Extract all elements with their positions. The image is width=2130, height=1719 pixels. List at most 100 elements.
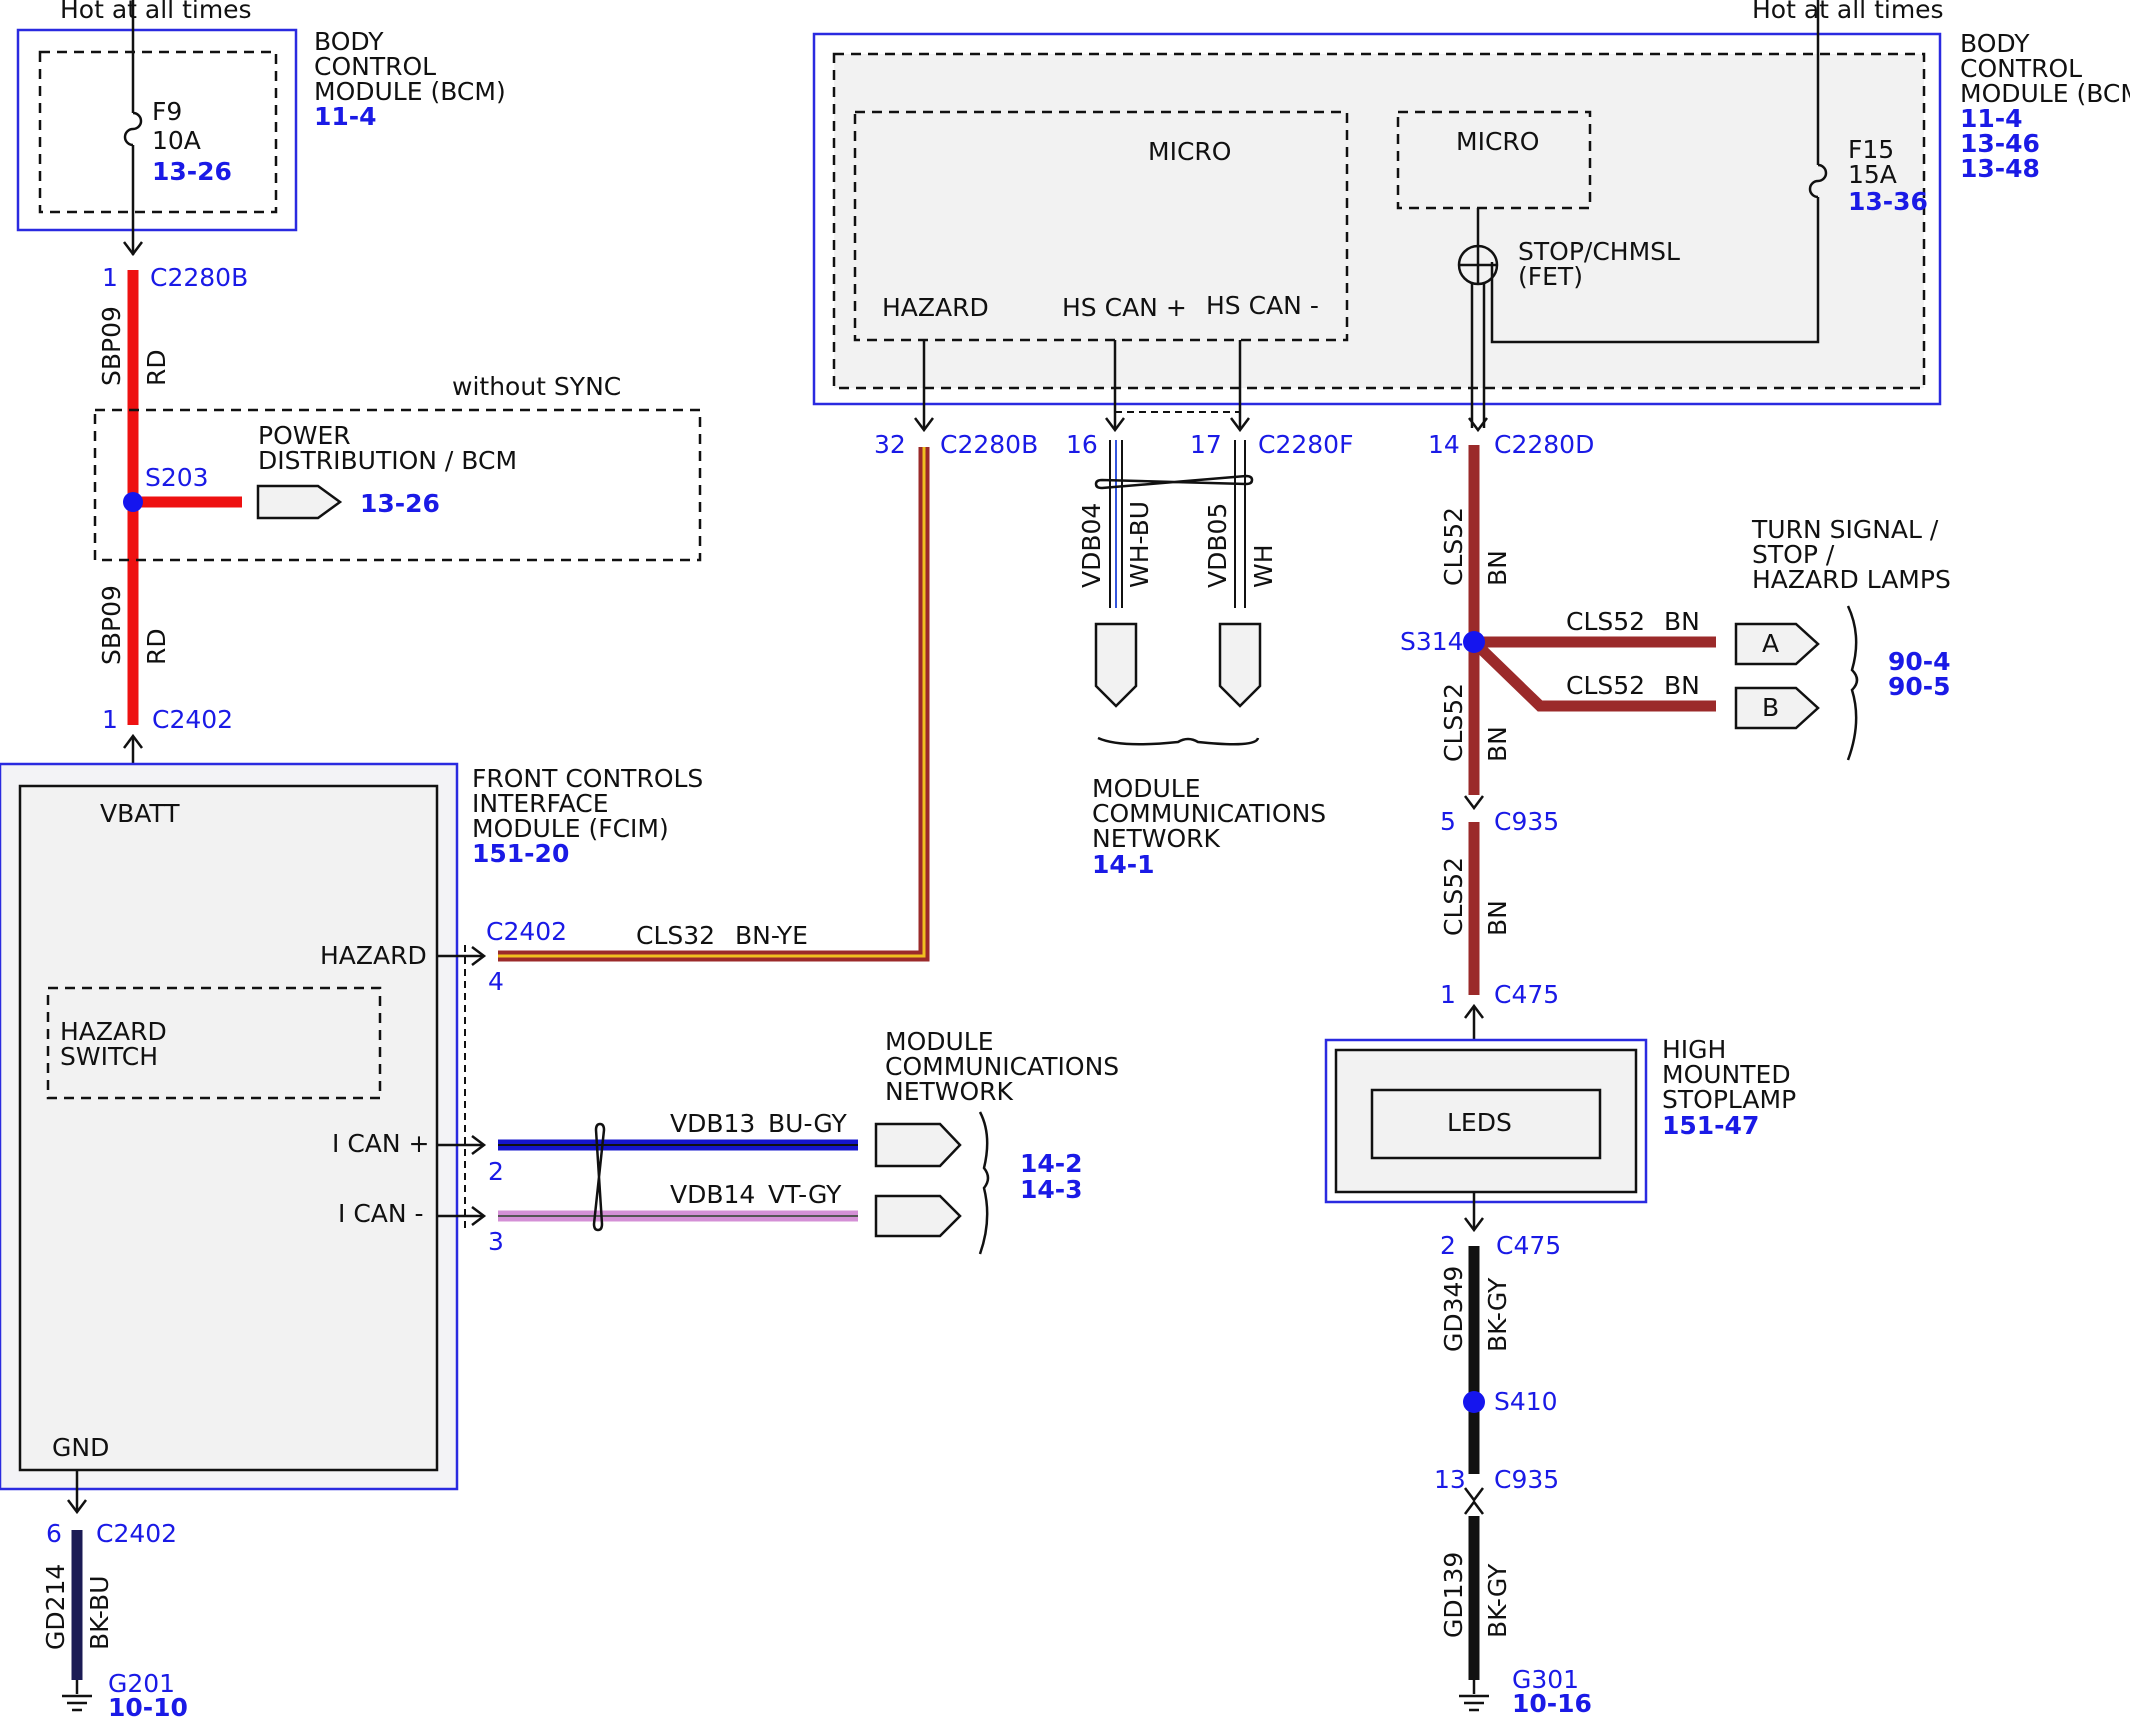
ican-ref-2: 14-3 [1020,1175,1083,1204]
fuse-f15-ref: 13-36 [1848,187,1928,216]
circuit-cls52-2: CLS52 [1439,683,1468,762]
splice-s203-label: S203 [145,463,209,492]
power-distribution-connector [256,484,343,520]
ground-g201-icon [62,1694,92,1712]
without-sync-label: without SYNC [452,372,621,401]
bcm-left-name-2: CONTROL [314,52,436,81]
ican-network-line-2: COMMUNICATIONS [885,1052,1119,1081]
conn-c2402-top: C2402 [152,705,233,734]
ground-g301-icon [1459,1694,1489,1712]
color-bk-gy-2: BK-GY [1483,1563,1512,1638]
fet-label-1: STOP/CHMSL [1518,237,1680,266]
twisted-pair-icon [592,1122,606,1232]
bcm-left-frame [16,28,298,232]
hs-can-minus-connector [1218,622,1262,708]
brace-icon [1846,605,1859,761]
fcim-name-3: MODULE (FCIM) [472,814,669,843]
hot-label-left: Hot at all times [60,0,252,24]
bcm-right-name-1: BODY [1960,29,2030,58]
splice-s410 [1463,1391,1485,1413]
bcm-left-name-3: MODULE (BCM) [314,77,506,106]
ican-ref-1: 14-2 [1020,1149,1083,1178]
pin-c2402-3: 3 [488,1227,504,1256]
color-bn-1: BN [1483,550,1512,586]
splice-s410-label: S410 [1494,1387,1558,1416]
leds-label: LEDS [1447,1108,1512,1137]
fuse-f15-label: F15 [1848,135,1894,164]
pin-c935-13: 13 [1434,1465,1466,1494]
pin-c935-5: 5 [1440,807,1456,836]
connector-arrow-icon [471,946,487,966]
wire-vdb05 [1234,440,1246,608]
fcim-name-2: INTERFACE [472,789,609,818]
color-bn-3: BN [1483,900,1512,936]
conn-c475-top: C475 [1494,980,1559,1009]
hmsl-name-3: STOPLAMP [1662,1085,1796,1114]
bcm-right-ref-3: 13-48 [1960,154,2040,183]
brace-icon [978,1111,990,1255]
splice-s314 [1463,631,1485,653]
ican-network-line-1: MODULE [885,1027,994,1056]
wire-cls32 [498,447,930,962]
hazard-switch-line-2: SWITCH [60,1042,158,1071]
hs-network-ref: 14-1 [1092,850,1155,879]
bcm-right-name-3: MODULE (BCM) [1960,79,2130,108]
circuit-gd214: GD214 [41,1564,70,1650]
circuit-sbp09-lower: SBP09 [97,585,126,665]
fcim-vbatt: VBATT [100,799,180,828]
circuit-gd349: GD349 [1439,1266,1468,1352]
circuit-cls32: CLS32 [636,921,715,950]
pin-c2402-6: 6 [46,1519,62,1548]
conn-c2402-gnd: C2402 [96,1519,177,1548]
circuit-vdb14: VDB14 [670,1180,755,1209]
fcim-hazard-label: HAZARD [320,941,427,970]
circuit-cls52-a: CLS52 [1566,607,1645,636]
micro-box-1 [853,110,1349,342]
fcim-box [18,784,439,1472]
fcim-name-1: FRONT CONTROLS [472,764,703,793]
fcim-ican-plus: I CAN + [332,1129,429,1158]
connector-arrow-icon [471,1206,487,1226]
micro-label-2: MICRO [1456,127,1539,156]
wire-cls52-branch-b [1470,638,1716,712]
circuit-vdb05: VDB05 [1203,503,1232,588]
ground-g301-label: G301 [1512,1665,1579,1694]
color-vt-gy: VT-GY [768,1180,842,1209]
fuse-f9-label: F9 [152,97,182,126]
color-bn-ye: BN-YE [735,921,808,950]
fuse-f15-amp: 15A [1848,160,1897,189]
bcm-right-ref-1: 11-4 [1960,104,2023,133]
connector-arrow-icon [67,1499,87,1515]
bcm-left-ref: 11-4 [314,102,377,131]
ican-plus-connector [874,1122,962,1168]
bcm-hazard-label: HAZARD [882,293,989,322]
fcim-gnd: GND [52,1433,109,1462]
fet-icon [1457,244,1499,286]
fcim-ican-minus: I CAN - [338,1199,424,1228]
brace-icon [1097,736,1260,746]
power-distribution-box [93,408,702,562]
hmsl-name-2: MOUNTED [1662,1060,1791,1089]
lamps-connector-b [1734,686,1820,730]
pin-c2280b-32: 32 [874,430,906,459]
pin-c2280f-16: 16 [1066,430,1098,459]
lamps-name-1: TURN SIGNAL / [1751,515,1939,544]
conn-c2280d: C2280D [1494,430,1594,459]
hs-network-line-3: NETWORK [1092,824,1221,853]
circuit-cls52-b: CLS52 [1566,671,1645,700]
color-wh-bu: WH-BU [1125,501,1154,588]
ican-network-line-3: NETWORK [885,1077,1014,1106]
lamps-name-3: HAZARD LAMPS [1752,565,1951,594]
splice-s203 [123,492,143,512]
splice-s314-label: S314 [1400,627,1464,656]
lamps-connector-a [1734,622,1820,666]
fuse-f9-amp: 10A [152,126,201,155]
leds-box [1370,1088,1602,1160]
pin-c2280b-1: 1 [102,263,118,292]
pin-c475-1: 1 [1440,980,1456,1009]
hot-label-right: Hot at all times [1752,0,1944,24]
color-bk-bu: BK-BU [85,1576,114,1651]
bcm-right-ref-2: 13-46 [1960,129,2040,158]
color-bu-gy: BU-GY [768,1109,848,1138]
